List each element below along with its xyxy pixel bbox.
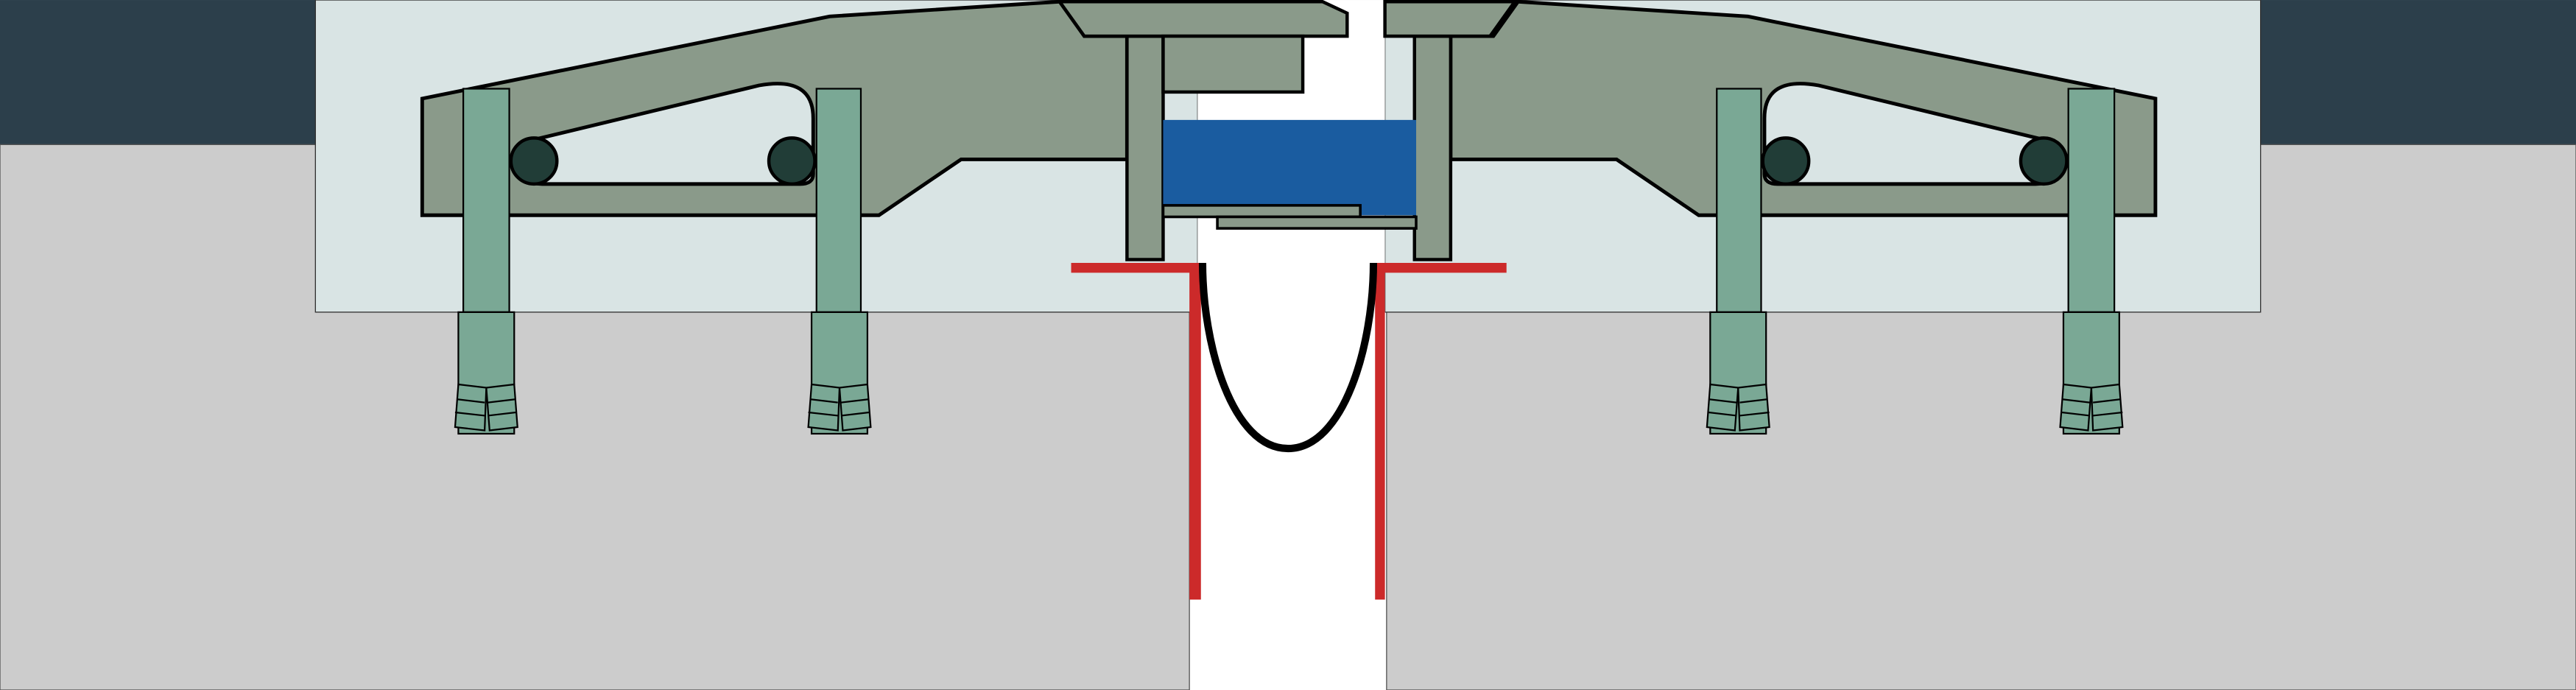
anchor-bolt — [807, 88, 872, 435]
top-plate-left — [1056, 0, 1349, 38]
strip-seal — [1198, 262, 1378, 453]
slide-plate — [1161, 204, 1362, 219]
top-plate-right — [1383, 0, 1518, 38]
plate-block — [1161, 34, 1305, 94]
anchor-bolt — [454, 88, 518, 435]
left-joint-half — [420, 0, 1165, 435]
roller-icon — [509, 136, 559, 186]
gap — [1197, 0, 1385, 690]
edge-post — [1125, 34, 1165, 261]
slide-plate — [1216, 215, 1418, 230]
roller-icon — [767, 136, 817, 186]
spring-block — [1163, 119, 1417, 216]
